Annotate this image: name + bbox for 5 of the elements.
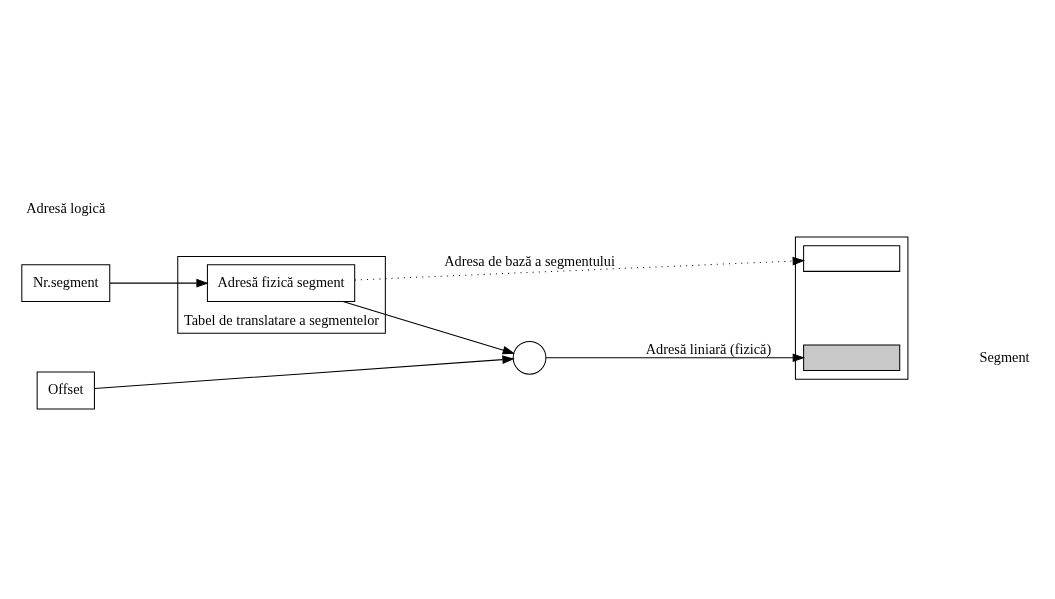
label: Adresă logică — [26, 199, 106, 216]
node-label: Tabel de translatare a segmentelor — [184, 311, 380, 328]
label: Segment — [979, 348, 1030, 365]
edge-label: Adresa de bază a segmentului — [444, 252, 615, 269]
edge-label: Adresă liniară (fizică) — [645, 340, 772, 357]
